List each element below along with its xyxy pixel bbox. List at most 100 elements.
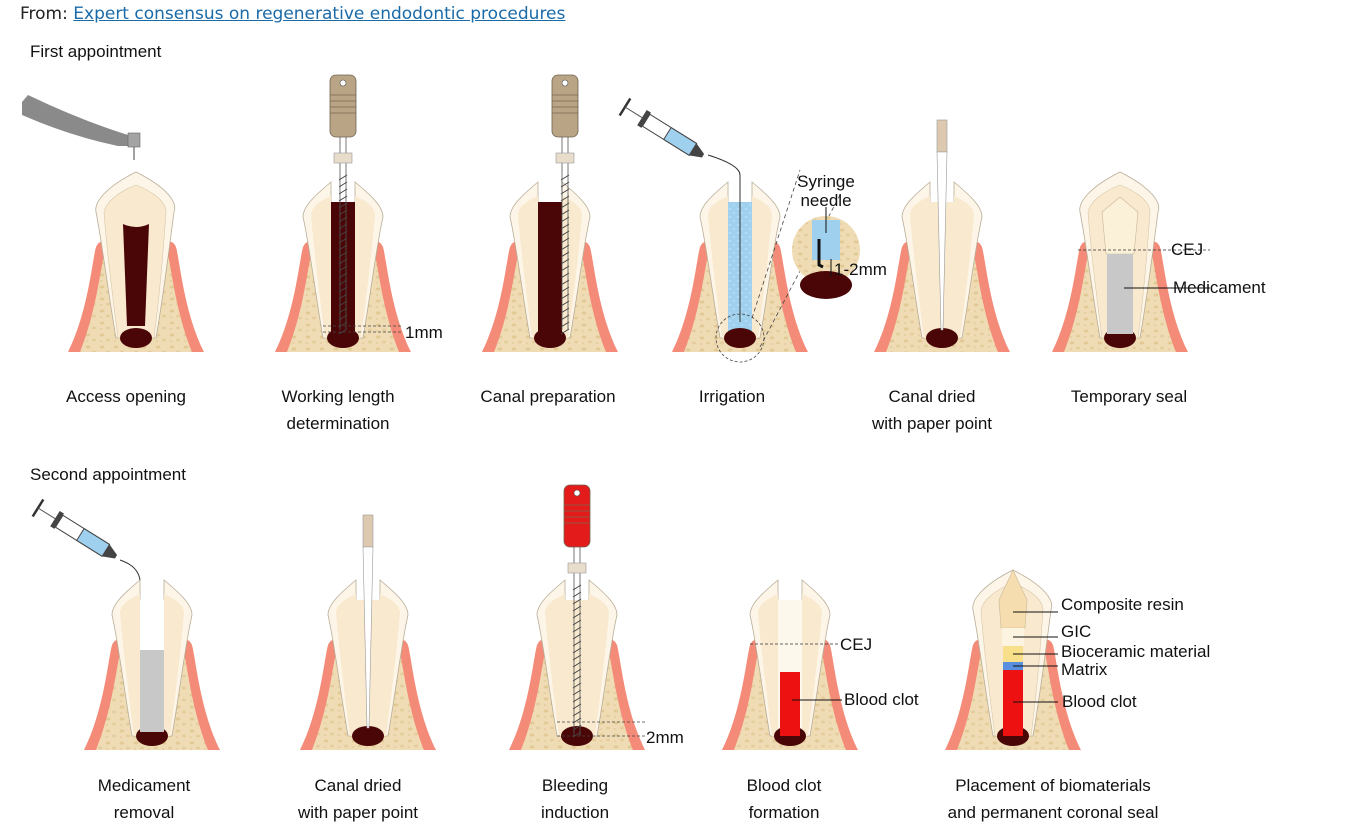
- file-flute: [572, 626, 582, 633]
- blood-clot-fill: [780, 672, 800, 736]
- medicament-fill: [1107, 254, 1133, 334]
- tooth-illustration: [275, 181, 411, 352]
- panel-medicament-removal: [31, 498, 220, 750]
- file-flute: [572, 605, 582, 612]
- source-link[interactable]: Expert consensus on regenerative endodon…: [73, 4, 566, 24]
- dentin-right: [164, 594, 184, 736]
- file-flute: [572, 724, 582, 731]
- panel-canal-preparation: [482, 74, 618, 352]
- file-flute: [338, 286, 348, 293]
- panel-temporary-seal: [1052, 171, 1210, 352]
- paper-point-top: [936, 119, 948, 153]
- file-flute: [560, 251, 570, 258]
- file-flute: [338, 237, 348, 244]
- dentin-left: [708, 196, 728, 338]
- panel-canal-dried-1: [874, 119, 1010, 352]
- paper-point-top: [362, 514, 374, 548]
- label-matrix: Matrix: [1061, 660, 1108, 679]
- dentin-right: [380, 594, 400, 736]
- pulp-chamber: [123, 224, 149, 326]
- paper-point: [936, 151, 948, 331]
- source-line: From: Expert consensus on regenerative e…: [20, 4, 565, 24]
- from-prefix: From:: [20, 4, 68, 24]
- file-flute: [560, 202, 570, 209]
- file-flute: [338, 258, 348, 265]
- file-flute: [572, 584, 582, 591]
- rubber-stop: [555, 152, 575, 164]
- needle: [119, 559, 141, 581]
- file-flute: [338, 251, 348, 258]
- label-gic: GIC: [1061, 622, 1092, 641]
- file-flute: [338, 328, 348, 335]
- canal: [331, 202, 355, 338]
- barrel-liquid: [76, 527, 111, 558]
- barrel-liquid: [663, 126, 698, 157]
- inset-apex: [800, 271, 852, 299]
- apical-tissue: [327, 328, 359, 348]
- dentin-left: [518, 196, 538, 338]
- red-file-icon: [563, 484, 591, 738]
- panel-working-length: [275, 74, 411, 352]
- file-flute: [338, 272, 348, 279]
- label-blood-clot: Blood clot: [844, 690, 919, 709]
- file-flute: [560, 265, 570, 272]
- file-flute: [338, 293, 348, 300]
- file-flute: [560, 321, 570, 328]
- file-flute: [572, 612, 582, 619]
- handle-hole: [339, 79, 347, 87]
- label-cej-2: CEJ: [840, 635, 873, 654]
- file-flute: [338, 230, 348, 237]
- file-flute: [560, 244, 570, 251]
- file-flute: [560, 223, 570, 230]
- dentin-left: [545, 594, 565, 736]
- label-working-length-1mm: 1mm: [405, 323, 443, 342]
- zoom-leader: [751, 169, 801, 319]
- flange: [637, 109, 651, 128]
- temporary-filling: [1101, 196, 1139, 255]
- caption-canal-preparation: Canal preparation: [480, 387, 616, 406]
- file-flute: [572, 696, 582, 703]
- needle: [707, 154, 741, 322]
- file-flute: [572, 619, 582, 626]
- file-flute: [572, 598, 582, 605]
- medicament-fill: [140, 650, 164, 732]
- file-flute: [338, 223, 348, 230]
- file-flute: [338, 244, 348, 251]
- apical-tissue: [352, 726, 384, 746]
- section-first-appointment: First appointment: [30, 42, 162, 61]
- file-flute: [338, 307, 348, 314]
- file-flute: [560, 230, 570, 237]
- file-flute: [572, 647, 582, 654]
- dentin-left: [120, 594, 140, 736]
- zoom-circle: [715, 313, 765, 363]
- file-flute: [560, 188, 570, 195]
- apical-tissue: [120, 328, 152, 348]
- file-flute: [338, 265, 348, 272]
- label-medicament: Medicament: [1173, 278, 1266, 297]
- apical-tissue: [926, 328, 958, 348]
- file-flute: [560, 195, 570, 202]
- rubber-stop: [567, 562, 587, 574]
- dentin-right: [355, 196, 375, 338]
- plunger-rod: [37, 507, 56, 520]
- file-flute: [338, 209, 348, 216]
- caption-access-opening: Access opening: [65, 387, 187, 406]
- blood-clot-fill: [1003, 670, 1023, 736]
- rubber-stop: [333, 152, 353, 164]
- file-flute: [338, 314, 348, 321]
- file-flute: [560, 293, 570, 300]
- file-flute: [572, 640, 582, 647]
- file-flute: [560, 300, 570, 307]
- file-handle: [551, 74, 579, 138]
- file-flute: [338, 174, 348, 181]
- endo-file-icon: [551, 74, 579, 335]
- file-handle: [329, 74, 357, 138]
- handpiece-icon: [22, 95, 134, 146]
- handle-hole: [573, 489, 581, 497]
- dentin-left: [758, 594, 778, 736]
